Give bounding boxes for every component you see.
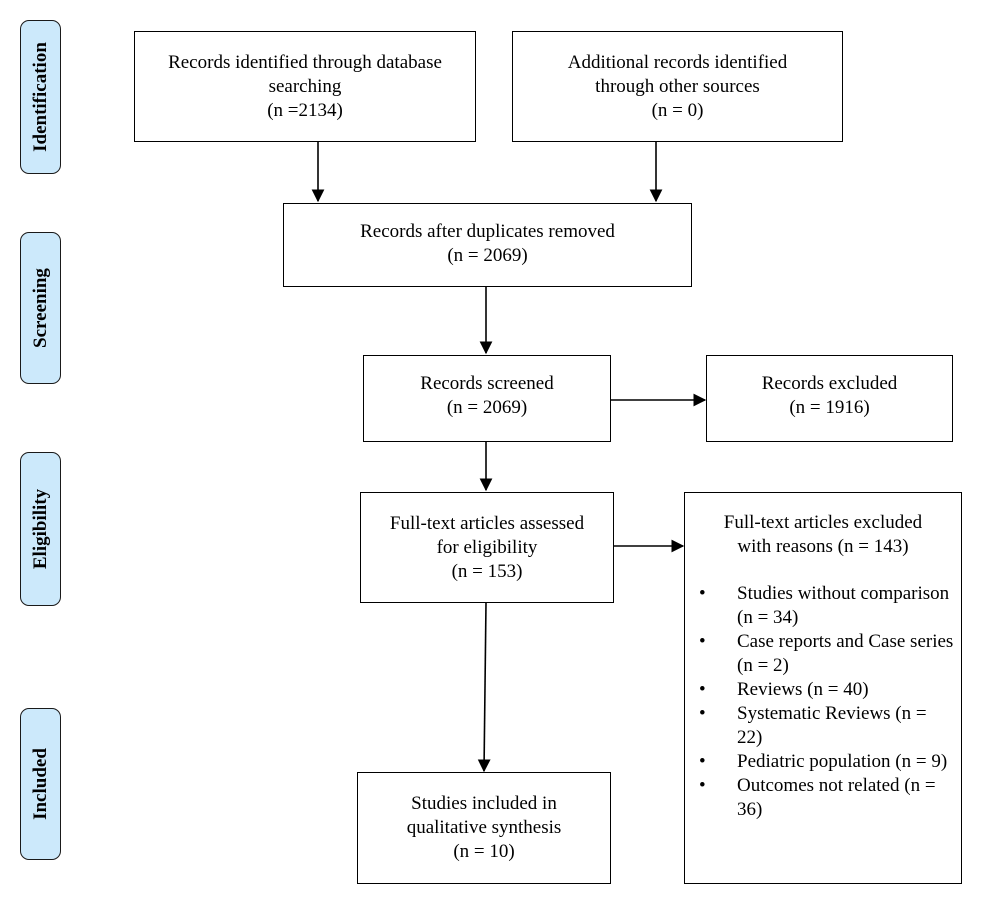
phase-identification-label: Identification bbox=[29, 42, 51, 152]
screened-count: (n = 2069) bbox=[446, 397, 528, 418]
exclusion-reason-item: Systematic Reviews (n = 22) bbox=[685, 702, 961, 750]
exclusion-reason-item: Reviews (n = 40) bbox=[685, 678, 961, 702]
exclusion-reason-item: Studies without comparison (n = 34) bbox=[685, 582, 961, 630]
identified-database-text-1: Records identified through database bbox=[168, 51, 442, 73]
identified-other-text-1: Additional records identified bbox=[567, 51, 788, 73]
arrow-fulltext-to-included bbox=[477, 602, 491, 773]
after-duplicates-count: (n = 2069) bbox=[447, 245, 528, 266]
phase-eligibility-label: Eligibility bbox=[29, 488, 51, 570]
fulltext-excluded-text-1: Full-text articles excluded bbox=[723, 512, 923, 533]
identified-database-box: Records identified through database sear… bbox=[134, 31, 476, 142]
phase-eligibility: Eligibility bbox=[20, 452, 61, 606]
identified-other-count: (n = 0) bbox=[651, 99, 704, 121]
fulltext-excluded-box: Full-text articles excluded with reasons… bbox=[684, 492, 962, 884]
fulltext-assessed-text-1: Full-text articles assessed bbox=[389, 512, 585, 534]
identified-other-text-2: through other sources bbox=[595, 75, 760, 97]
included-studies-text-1: Studies included in bbox=[411, 793, 557, 814]
identified-database-text-2: searching bbox=[268, 75, 342, 97]
included-studies-text-2: qualitative synthesis bbox=[406, 817, 562, 838]
exclusion-reason-item: Outcomes not related (n = 36) bbox=[685, 774, 961, 822]
fulltext-assessed-text-2: for eligibility bbox=[436, 536, 538, 558]
identified-other-box: Additional records identified through ot… bbox=[512, 31, 843, 142]
exclusion-reason-item: Case reports and Case series (n = 2) bbox=[685, 630, 961, 678]
exclusion-reasons-list: Studies without comparison (n = 34) Case… bbox=[685, 582, 961, 822]
fulltext-assessed-count: (n = 153) bbox=[451, 560, 523, 582]
fulltext-assessed-box: Full-text articles assessed for eligibil… bbox=[360, 492, 614, 603]
screened-box: Records screened (n = 2069) bbox=[363, 355, 611, 442]
included-studies-count: (n = 10) bbox=[453, 841, 515, 862]
phase-included-label: Included bbox=[29, 748, 51, 820]
excluded-count: (n = 1916) bbox=[789, 397, 870, 418]
screened-text: Records screened bbox=[420, 373, 554, 394]
phase-screening-label: Screening bbox=[29, 268, 51, 348]
fulltext-excluded-text-2: with reasons (n = 143) bbox=[737, 536, 909, 557]
exclusion-reason-item: Pediatric population (n = 9) bbox=[685, 750, 961, 774]
after-duplicates-box: Records after duplicates removed (n = 20… bbox=[283, 203, 692, 287]
identified-database-count: (n =2134) bbox=[267, 99, 343, 121]
phase-screening: Screening bbox=[20, 232, 61, 384]
excluded-text: Records excluded bbox=[761, 373, 898, 394]
included-studies-box: Studies included in qualitative synthesi… bbox=[357, 772, 611, 884]
excluded-box: Records excluded (n = 1916) bbox=[706, 355, 953, 442]
phase-identification: Identification bbox=[20, 20, 61, 174]
phase-included: Included bbox=[20, 708, 61, 860]
after-duplicates-text: Records after duplicates removed bbox=[360, 221, 615, 242]
